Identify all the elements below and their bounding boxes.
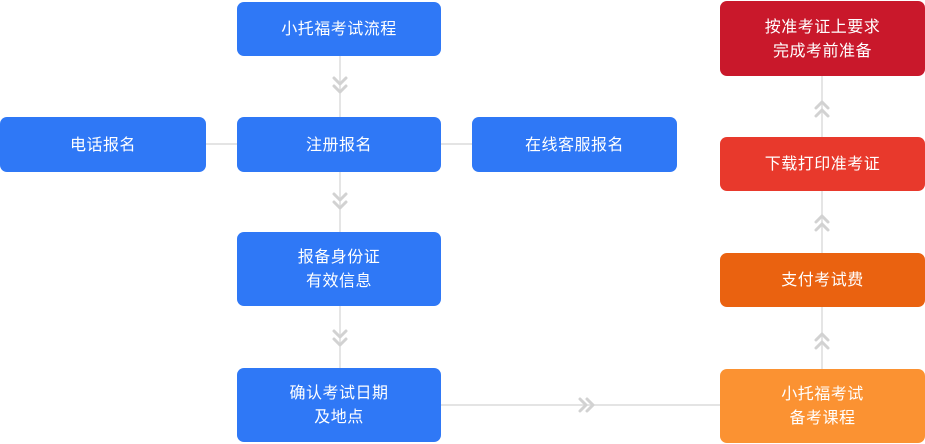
node-exam-prep-line1: 按准考证上要求: [764, 16, 881, 36]
node-start: 小托福考试流程: [237, 2, 441, 56]
node-id-info-line1: 报备身份证: [297, 247, 381, 266]
chevron-up-icon: [814, 332, 830, 342]
chevron-up-icon: [814, 214, 830, 224]
chevron-up-icon: [814, 100, 830, 110]
node-prep-courses: 小托福考试 备考课程: [720, 369, 925, 443]
chevron-right-icon: [578, 397, 588, 413]
node-pay-fee: 支付考试费: [720, 253, 925, 307]
chevron-down-icon: [332, 337, 348, 347]
node-exam-prep-line2: 完成考前准备: [772, 40, 872, 60]
node-print-admission-label: 下载打印准考证: [764, 154, 881, 173]
chevron-up-icon: [814, 108, 830, 118]
node-confirm-date-line1: 确认考试日期: [289, 383, 389, 402]
node-confirm-date-line2: 及地点: [314, 407, 364, 426]
node-id-info: 报备身份证 有效信息: [237, 232, 441, 306]
node-phone-signup: 电话报名: [0, 117, 206, 172]
node-prep-courses-line2: 备考课程: [789, 408, 856, 427]
node-pay-fee-label: 支付考试费: [781, 270, 864, 289]
node-online-signup: 在线客服报名: [472, 117, 677, 172]
node-online-signup-label: 在线客服报名: [524, 134, 624, 154]
node-id-info-line2: 有效信息: [305, 271, 372, 290]
chevron-down-icon: [332, 76, 348, 86]
node-start-label: 小托福考试流程: [281, 19, 397, 38]
chevron-right-icon: [585, 397, 595, 413]
chevron-down-icon: [332, 192, 348, 202]
chevron-down-icon: [332, 84, 348, 94]
node-exam-prep: 按准考证上要求 完成考前准备: [720, 1, 925, 76]
node-register: 注册报名: [237, 117, 441, 172]
chevron-up-icon: [814, 340, 830, 350]
chevron-up-icon: [814, 222, 830, 232]
node-phone-signup-label: 电话报名: [69, 134, 136, 154]
node-confirm-date: 确认考试日期 及地点: [237, 368, 441, 442]
chevron-down-icon: [332, 329, 348, 339]
node-prep-courses-line1: 小托福考试: [781, 384, 864, 403]
node-register-label: 注册报名: [305, 134, 372, 154]
node-print-admission: 下载打印准考证: [720, 137, 925, 191]
chevron-down-icon: [332, 200, 348, 210]
